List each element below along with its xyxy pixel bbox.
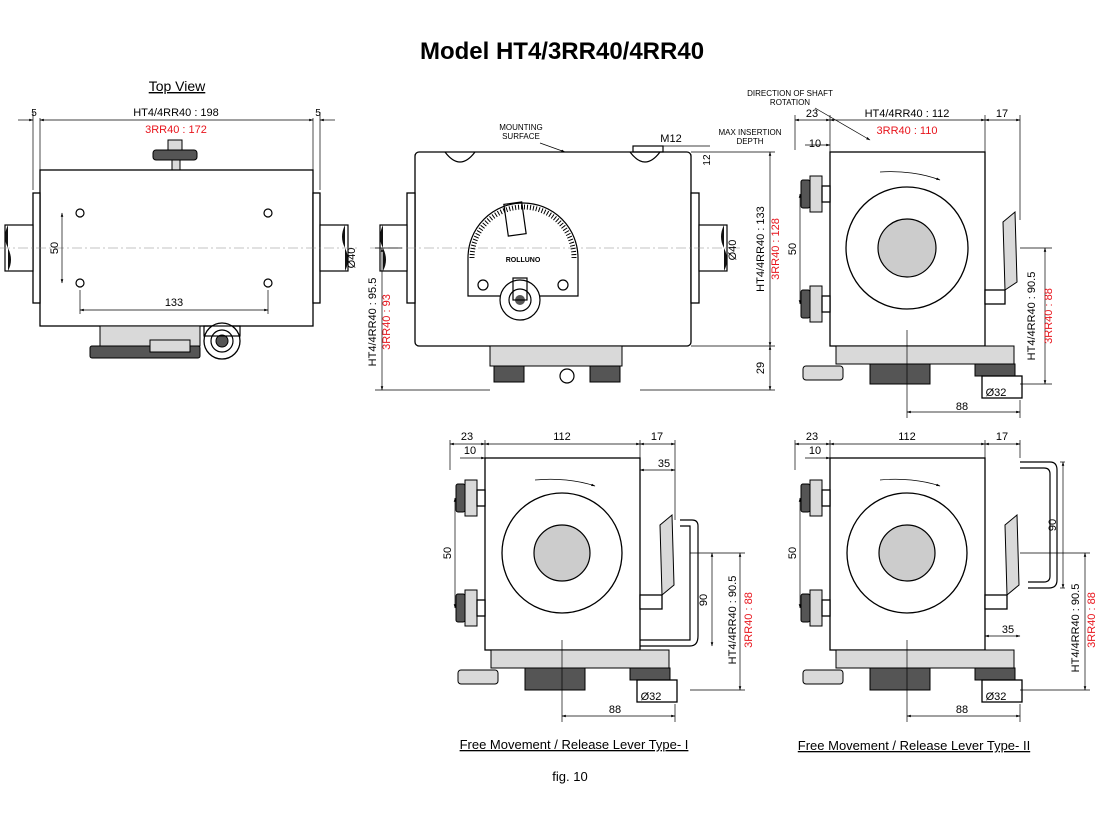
front-shaft-dia: Ø40: [727, 240, 739, 261]
side-dim-right: 17: [996, 108, 1008, 120]
brand-logo: ROLLUNO: [506, 257, 541, 264]
lever2-foot-offset: 88: [956, 704, 968, 716]
front-height-3rr: 3RR40 : 128: [770, 218, 782, 280]
lever1-foot-dia: Ø32: [641, 691, 662, 703]
lever1-dim-right: 17: [651, 431, 663, 443]
lever2-height: 90: [1047, 519, 1059, 531]
figure-label: fig. 10: [552, 769, 587, 784]
front-center-4rr: HT4/4RR40 : 95.5: [367, 278, 379, 367]
lever2-offset: 35: [1002, 624, 1014, 636]
lever2-dim-top: 112: [898, 431, 916, 443]
lever1-caption: Free Movement / Release Lever Type- I: [460, 737, 689, 752]
side-foot-offset: 88: [956, 401, 968, 413]
lever1-dim-left: 23: [461, 431, 473, 443]
lever2-dim-right: 17: [996, 431, 1008, 443]
lever2-height-4rr: HT4/4RR40 : 90.5: [1070, 584, 1082, 673]
top-width-4rr: HT4/4RR40 : 198: [133, 107, 219, 119]
lever2-inner: 10: [809, 445, 821, 457]
lever2-dim-left: 23: [806, 431, 818, 443]
top-dim-left: 5: [31, 108, 37, 119]
thread-label: M12: [660, 133, 681, 145]
drawing-title: Model HT4/3RR40/4RR40: [420, 38, 704, 65]
side-inner: 10: [809, 138, 821, 150]
top-shaft-dia: Ø40: [346, 248, 358, 269]
lever2-foot-dia: Ø32: [986, 691, 1007, 703]
lever2-caption: Free Movement / Release Lever Type- II: [798, 738, 1030, 753]
side-foot-dia: Ø32: [986, 387, 1007, 399]
lever-type-2-view: 23 112 17 10 50 35 90: [787, 431, 1098, 753]
lever1-inner: 10: [464, 445, 476, 457]
top-hole-spacing-v: 50: [49, 242, 61, 254]
side-height-4rr: HT4/4RR40 : 90.5: [1026, 272, 1038, 361]
top-view: Top View 5 5 HT4/4RR40 : 198 3RR40 : 172: [0, 78, 360, 360]
lever1-height: 90: [698, 594, 710, 606]
side-width-3rr: 3RR40 : 110: [877, 125, 938, 137]
side-height-3rr: 3RR40 : 88: [1043, 288, 1055, 344]
side-width-4rr: HT4/4RR40 : 112: [865, 108, 950, 120]
top-width-3rr: 3RR40 : 172: [145, 124, 207, 136]
lever1-height-3rr: 3RR40 : 88: [743, 592, 755, 648]
top-hole-spacing-h: 133: [165, 297, 183, 309]
lever2-spacing: 50: [787, 547, 799, 559]
top-view-label: Top View: [149, 78, 206, 94]
side-spacing: 50: [787, 243, 799, 255]
insertion-depth: 12: [702, 154, 713, 166]
front-height-4rr: HT4/4RR40 : 133: [755, 206, 767, 292]
lever-type-1-view: 23 112 17 10 35 50 90: [442, 431, 755, 752]
lever1-foot-offset: 88: [609, 704, 621, 716]
lever1-offset: 35: [658, 458, 670, 470]
lever1-height-4rr: HT4/4RR40 : 90.5: [727, 576, 739, 665]
lever2-height-3rr: 3RR40 : 88: [1086, 592, 1098, 648]
front-base-height: 29: [755, 362, 767, 374]
lever1-spacing: 50: [442, 547, 454, 559]
top-dim-right: 5: [315, 108, 321, 119]
side-dim-left: 23: [806, 108, 818, 120]
front-center-3rr: 3RR40 : 93: [381, 294, 393, 350]
lever1-dim-top: 112: [553, 431, 571, 443]
